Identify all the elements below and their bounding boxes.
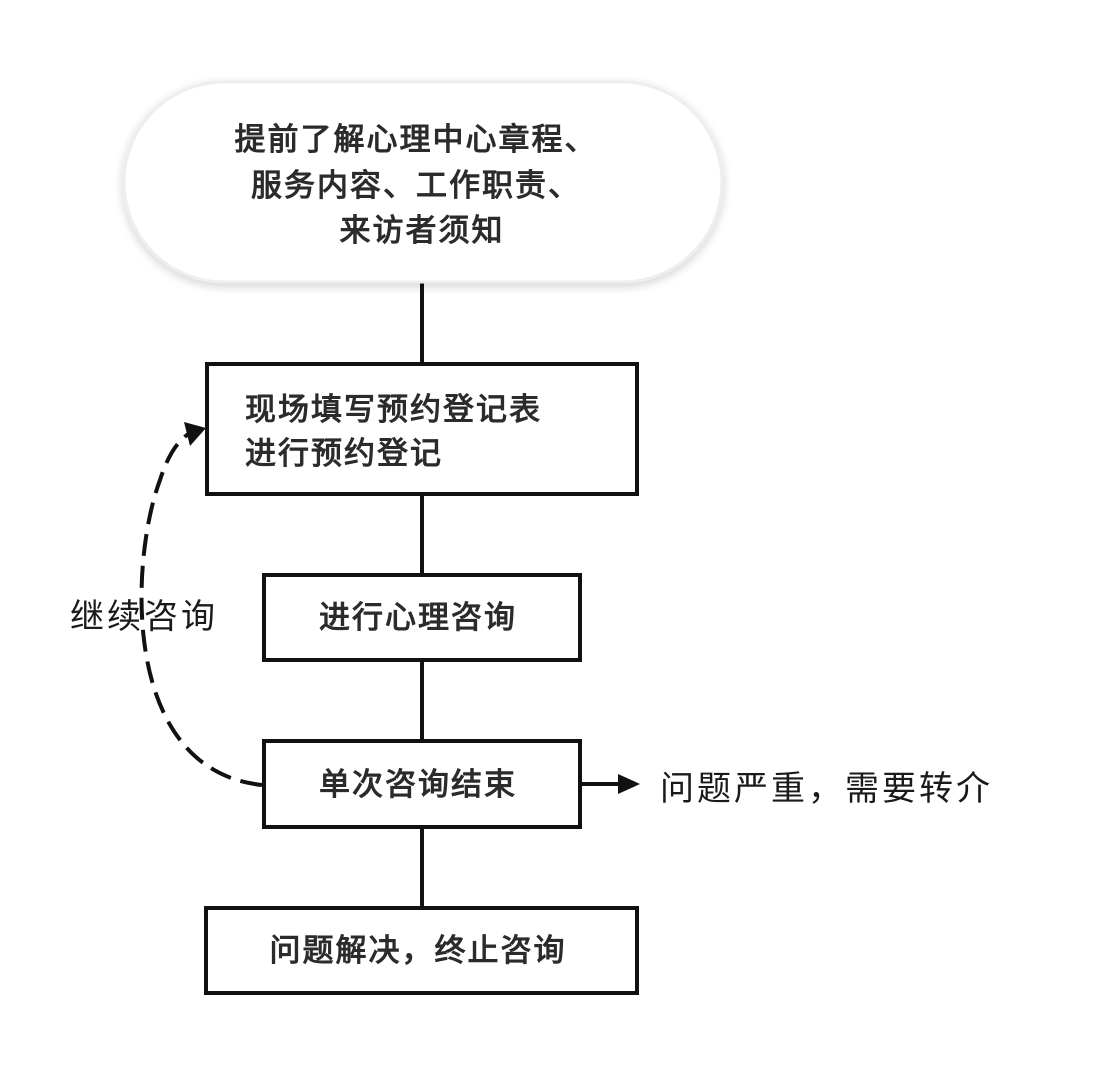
node-counsel-line-1: 进行心理咨询 [319, 600, 517, 636]
node-resolved: 问题解决，终止咨询 [204, 906, 639, 995]
node-register-line-2: 进行预约登记 [245, 436, 443, 472]
node-start-line-2: 服务内容、工作职责、 [251, 168, 581, 204]
node-register: 现场填写预约登记表 进行预约登记 [205, 362, 639, 496]
node-start-line-3: 来访者须知 [340, 213, 505, 249]
node-session-end-line-1: 单次咨询结束 [319, 767, 517, 803]
continue-loop-arrow [139, 431, 263, 787]
node-start-line-1: 提前了解心理中心章程、 [235, 122, 598, 158]
node-counsel: 进行心理咨询 [262, 573, 582, 662]
referral-label: 问题严重，需要转介 [660, 769, 993, 809]
node-resolved-line-1: 问题解决，终止咨询 [270, 933, 567, 969]
node-session-end: 单次咨询结束 [262, 739, 582, 829]
continue-loop-arrowhead [184, 422, 206, 446]
node-start: 提前了解心理中心章程、 服务内容、工作职责、 来访者须知 [122, 80, 724, 284]
referral-arrowhead [618, 774, 640, 794]
continue-label: 继续咨询 [70, 597, 218, 637]
node-register-line-1: 现场填写预约登记表 [245, 392, 542, 428]
